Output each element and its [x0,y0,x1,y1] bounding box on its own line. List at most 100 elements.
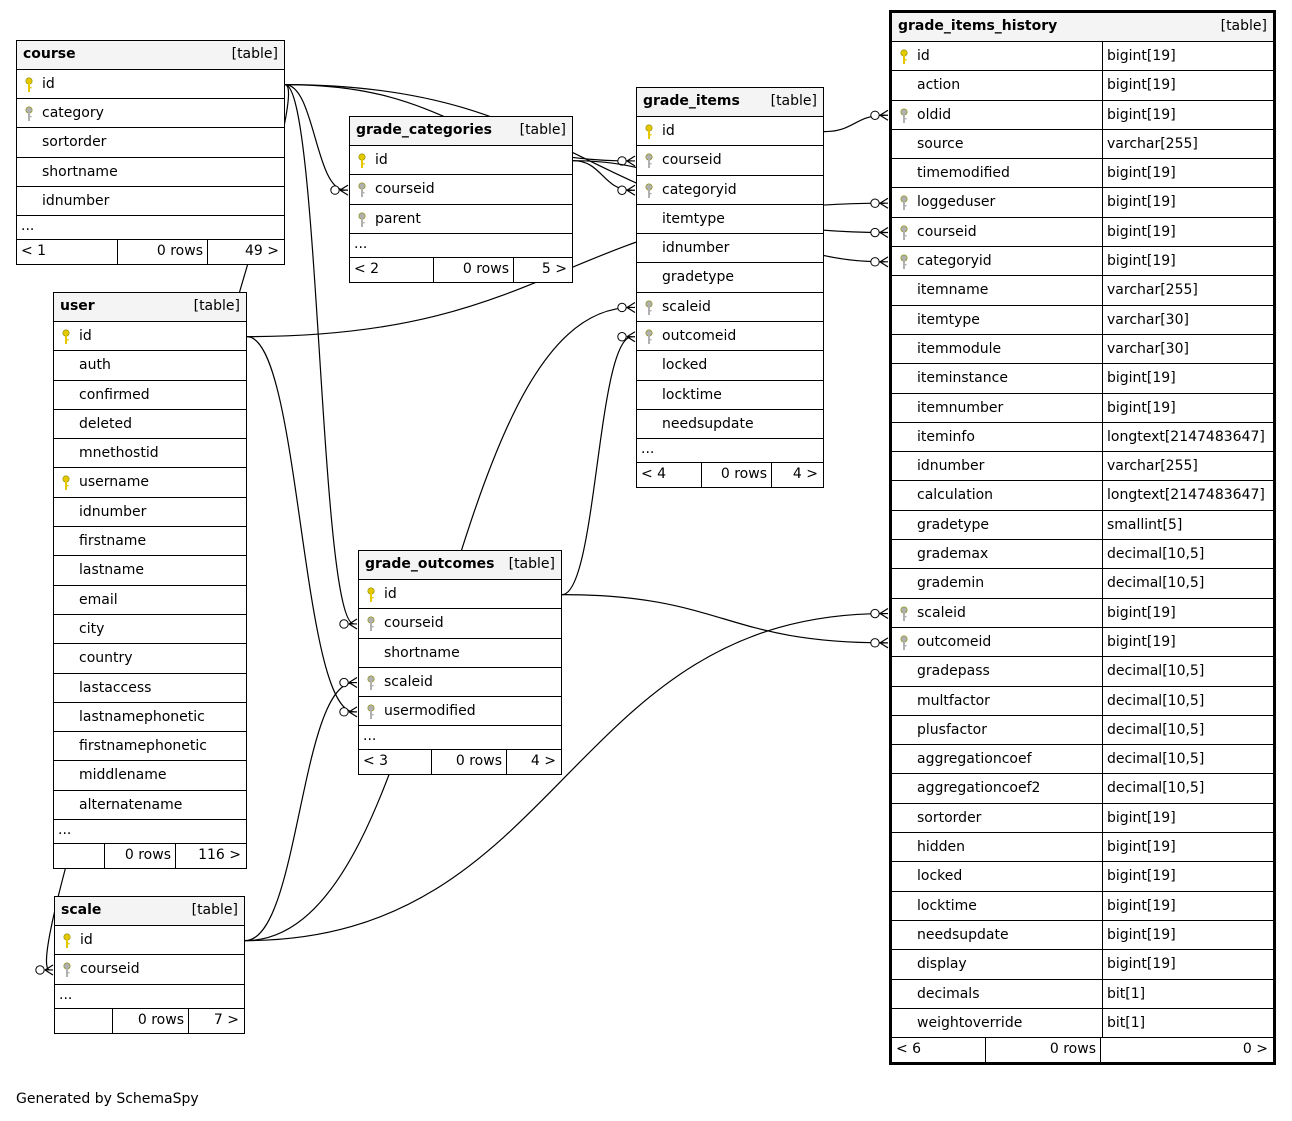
column-row[interactable]: middlename [54,761,246,791]
column-row[interactable]: gradetype [637,263,823,293]
column-row[interactable]: needsupdate [637,410,823,440]
column-row[interactable]: shortname [17,158,284,187]
column-row[interactable]: city [54,615,246,645]
column-row[interactable]: auth [54,351,246,381]
column-row[interactable]: scaleid [637,293,823,323]
table-name[interactable]: user [60,298,95,314]
parents-count[interactable]: < 6 [896,1041,922,1058]
table-name[interactable]: grade_outcomes [365,556,495,572]
column-row[interactable]: idnumber [54,498,246,528]
column-row[interactable]: id [17,70,284,100]
column-row[interactable]: alternatename [54,791,246,821]
column-row[interactable]: outcomeid [637,322,823,352]
column-row[interactable]: categoryid [637,176,823,205]
children-count[interactable]: 4 > [530,753,556,770]
column-row[interactable]: idnumber [637,234,823,264]
column-row[interactable]: locktime [637,381,823,410]
column-row[interactable]: locked [637,351,823,381]
children-count[interactable]: 5 > [541,261,567,278]
column-row[interactable]: courseid [359,609,561,639]
column-row[interactable]: lastaccess [54,674,246,703]
column-row[interactable]: sortorder [17,128,284,158]
table-name[interactable]: scale [61,902,102,918]
column-row[interactable]: lastname [54,556,246,586]
table-name[interactable]: grade_items_history [898,18,1058,34]
column-row[interactable]: itemtype [637,205,823,235]
column-row[interactable]: id [55,926,244,956]
children-count[interactable]: 116 > [198,847,241,864]
column-row[interactable]: email [54,586,246,615]
table-name[interactable]: grade_categories [356,122,492,138]
column-row[interactable]: firstname [54,527,246,557]
column-row[interactable]: country [54,644,246,674]
column-row[interactable]: id [359,580,561,610]
column-row[interactable]: mnethostid [54,439,246,469]
parents-count[interactable]: < 4 [641,466,667,483]
column-row[interactable]: usermodified [359,697,561,727]
column-row[interactable]: firstnamephonetic [54,732,246,762]
children-count[interactable]: 49 > [245,242,279,259]
column-row[interactable]: lastnamephonetic [54,703,246,733]
column-row[interactable]: deleted [54,410,246,440]
column-row[interactable]: courseid [637,146,823,176]
column-row[interactable]: courseid [55,955,244,985]
table-name[interactable]: grade_items [643,93,740,109]
column-row[interactable]: parent [350,205,572,235]
parents-count[interactable]: < 3 [363,753,389,770]
column-row[interactable]: scaleid [359,668,561,698]
parents-count[interactable]: < 2 [354,261,380,278]
column-row[interactable]: confirmed [54,381,246,410]
column-row[interactable]: username [54,468,246,498]
column-row[interactable]: idnumber [17,187,284,216]
column-row[interactable]: id [637,117,823,147]
column-row[interactable]: courseid [350,175,572,205]
column-row[interactable]: id [54,322,246,352]
children-count[interactable]: 0 > [1242,1041,1268,1058]
children-count[interactable]: 4 > [792,466,818,483]
parents-count[interactable]: < 1 [21,242,47,259]
children-count[interactable]: 7 > [213,1011,239,1028]
column-row[interactable]: id [350,146,572,176]
